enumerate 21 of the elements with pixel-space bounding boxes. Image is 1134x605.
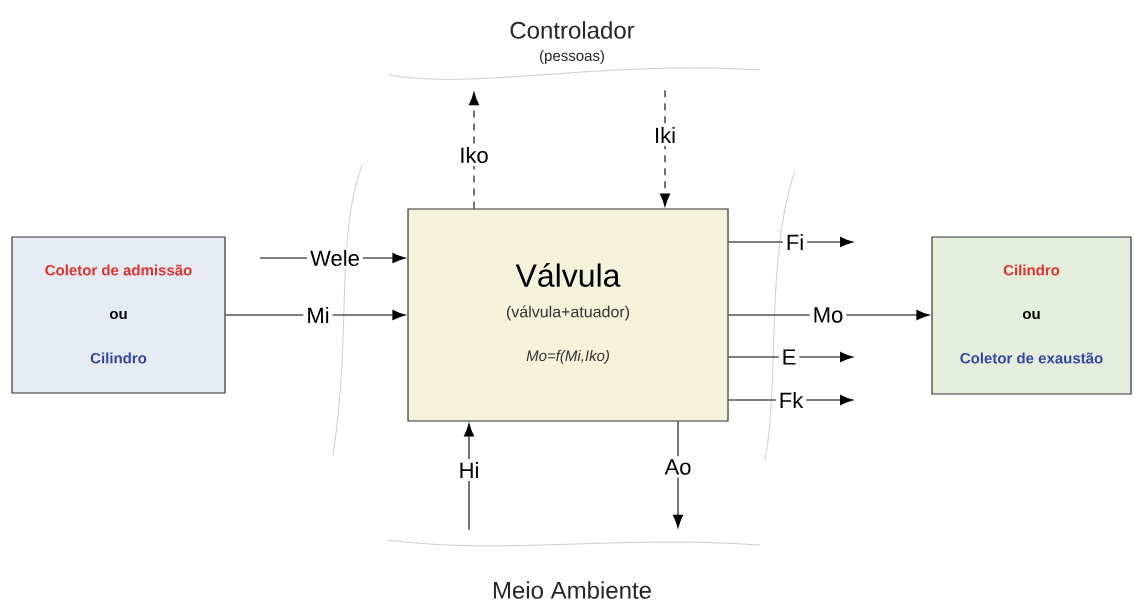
edge-label: Fi xyxy=(782,231,808,253)
edge-label: Mi xyxy=(303,304,333,326)
valve-box: Válvula (válvula+atuador) Mo=f(Mi,Iko) xyxy=(407,208,729,422)
arrow xyxy=(225,309,406,321)
component-box: Cilindro ou Coletor de exaustão xyxy=(931,236,1132,395)
edge-label: Wele xyxy=(307,246,363,270)
arrow xyxy=(728,236,854,248)
edge-label: Iko xyxy=(456,143,492,167)
component-box: Coletor de admissão ou Cilindro xyxy=(11,236,226,394)
edge-label: Hi xyxy=(455,459,483,481)
environment-region: Meio Ambiente xyxy=(387,539,761,599)
edge-label: Mo xyxy=(809,304,847,326)
arrow xyxy=(468,91,480,209)
edge-label: Iki xyxy=(651,124,679,146)
controller-region: Controlador (pessoas) xyxy=(387,21,761,80)
edge-label: E xyxy=(778,346,800,368)
arrow xyxy=(728,351,854,363)
arrow xyxy=(659,89,671,207)
edge-label: Ao xyxy=(661,456,695,478)
arrow xyxy=(463,423,475,531)
edge-label: Fk xyxy=(775,389,807,411)
